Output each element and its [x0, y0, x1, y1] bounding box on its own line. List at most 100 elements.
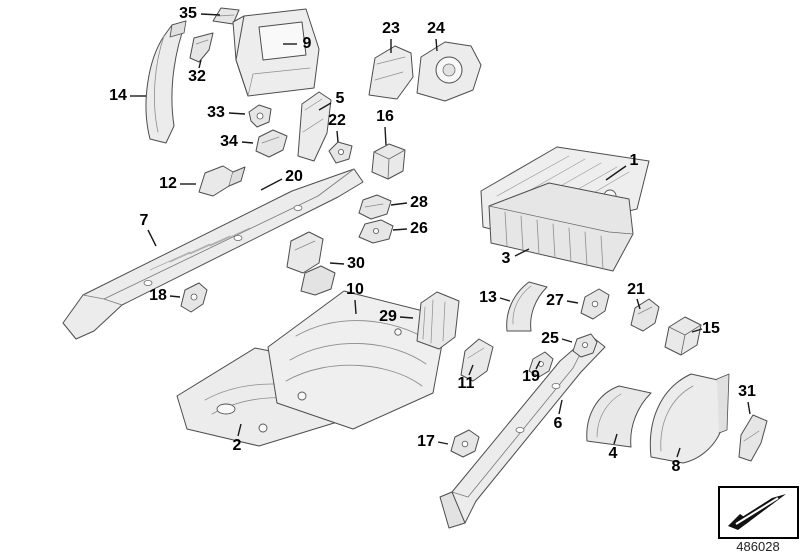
leader-line-22 [336, 130, 339, 143]
part-drawing-21 [630, 298, 660, 332]
callout-10[interactable]: 10 [346, 281, 364, 298]
callout-16[interactable]: 16 [376, 108, 394, 125]
callout-1[interactable]: 1 [629, 152, 639, 169]
leader-line-32 [198, 59, 202, 69]
part-drawing-14 [145, 20, 187, 144]
part-drawing-32 [189, 32, 214, 63]
leader-line-33 [228, 112, 246, 115]
leader-line-27 [566, 300, 579, 304]
callout-17[interactable]: 17 [417, 433, 435, 450]
part-drawing-7 [62, 168, 364, 340]
callout-23[interactable]: 23 [382, 20, 400, 37]
part-drawing-5 [297, 91, 332, 162]
callout-8[interactable]: 8 [671, 458, 681, 475]
leader-line-19 [535, 360, 541, 370]
callout-32[interactable]: 32 [188, 68, 206, 85]
callout-18[interactable]: 18 [149, 287, 167, 304]
part-drawing-26 [358, 219, 394, 244]
image-number: 486028 [736, 539, 780, 554]
leader-line-5 [318, 102, 332, 111]
part-drawing-19 [528, 351, 554, 378]
callout-11[interactable]: 11 [457, 375, 475, 392]
callout-4[interactable]: 4 [608, 445, 618, 462]
leader-line-18 [169, 295, 181, 298]
callout-5[interactable]: 5 [335, 90, 345, 107]
callout-24[interactable]: 24 [427, 20, 445, 37]
callout-19[interactable]: 19 [522, 368, 540, 385]
leader-line-30 [329, 262, 345, 265]
leader-line-8 [676, 447, 681, 458]
part-drawing-3 [488, 182, 634, 272]
part-drawing-15 [664, 316, 702, 356]
leader-line-34 [241, 141, 254, 144]
part-drawing-25 [572, 333, 598, 358]
callout-25[interactable]: 25 [541, 330, 559, 347]
leader-line-16 [384, 126, 387, 146]
part-drawing-18 [180, 282, 208, 313]
leader-line-26 [392, 228, 408, 231]
direction-indicator-box [718, 486, 799, 539]
leader-line-3 [514, 248, 530, 257]
leader-line-6 [558, 399, 563, 415]
leader-line-21 [636, 298, 641, 310]
callout-29[interactable]: 29 [379, 308, 397, 325]
leader-line-10 [354, 299, 357, 315]
part-drawing-22 [328, 141, 353, 164]
callout-leader-lines [130, 13, 751, 458]
callout-20[interactable]: 20 [285, 168, 303, 185]
part-drawing-8 [649, 373, 730, 464]
callout-28[interactable]: 28 [410, 194, 428, 211]
callout-15[interactable]: 15 [702, 320, 720, 337]
leader-line-31 [747, 401, 751, 415]
leader-line-15 [691, 328, 703, 333]
callout-26[interactable]: 26 [410, 220, 428, 237]
part-drawing-29 [416, 291, 460, 350]
part-drawing-33 [248, 104, 272, 128]
part-drawing-17 [450, 429, 480, 458]
leader-line-20 [260, 178, 283, 191]
callout-34[interactable]: 34 [220, 133, 238, 150]
part-drawing-11 [460, 338, 494, 382]
callout-31[interactable]: 31 [738, 383, 756, 400]
leader-line-28 [390, 202, 408, 206]
callout-9[interactable]: 9 [302, 35, 312, 52]
part-drawing-10 [267, 290, 448, 430]
callout-13[interactable]: 13 [479, 289, 497, 306]
leader-line-4 [613, 433, 618, 445]
part-drawing-16 [371, 143, 406, 180]
callout-30[interactable]: 30 [347, 255, 365, 272]
part-drawing-28 [358, 194, 392, 220]
callout-33[interactable]: 33 [207, 104, 225, 121]
callout-6[interactable]: 6 [553, 415, 563, 432]
callout-3[interactable]: 3 [501, 250, 511, 267]
part-drawing-34 [255, 129, 288, 158]
part-drawing-13 [506, 281, 548, 332]
direction-arrow-icon [728, 494, 786, 530]
leader-line-17 [437, 441, 449, 445]
leader-line-13 [499, 297, 511, 302]
leader-line-11 [468, 364, 474, 376]
part-drawing-9 [232, 8, 320, 97]
leader-line-1 [605, 165, 627, 181]
callout-2[interactable]: 2 [232, 437, 242, 454]
leader-line-7 [147, 229, 157, 247]
part-drawing-27 [580, 288, 610, 320]
leader-line-25 [561, 338, 573, 343]
callout-21[interactable]: 21 [627, 281, 645, 298]
callout-35[interactable]: 35 [179, 5, 197, 22]
callout-27[interactable]: 27 [546, 292, 564, 309]
callout-12[interactable]: 12 [159, 175, 177, 192]
callout-7[interactable]: 7 [139, 212, 149, 229]
part-drawing-31 [738, 414, 768, 462]
callout-14[interactable]: 14 [109, 87, 127, 104]
leader-line-2 [237, 423, 242, 437]
part-drawing-23 [368, 45, 414, 100]
part-drawing-4 [586, 385, 652, 448]
leader-line-24 [435, 38, 438, 52]
part-drawing-24 [416, 41, 482, 102]
callout-22[interactable]: 22 [328, 112, 346, 129]
part-drawing-35 [212, 7, 240, 25]
leader-line-29 [399, 316, 414, 319]
